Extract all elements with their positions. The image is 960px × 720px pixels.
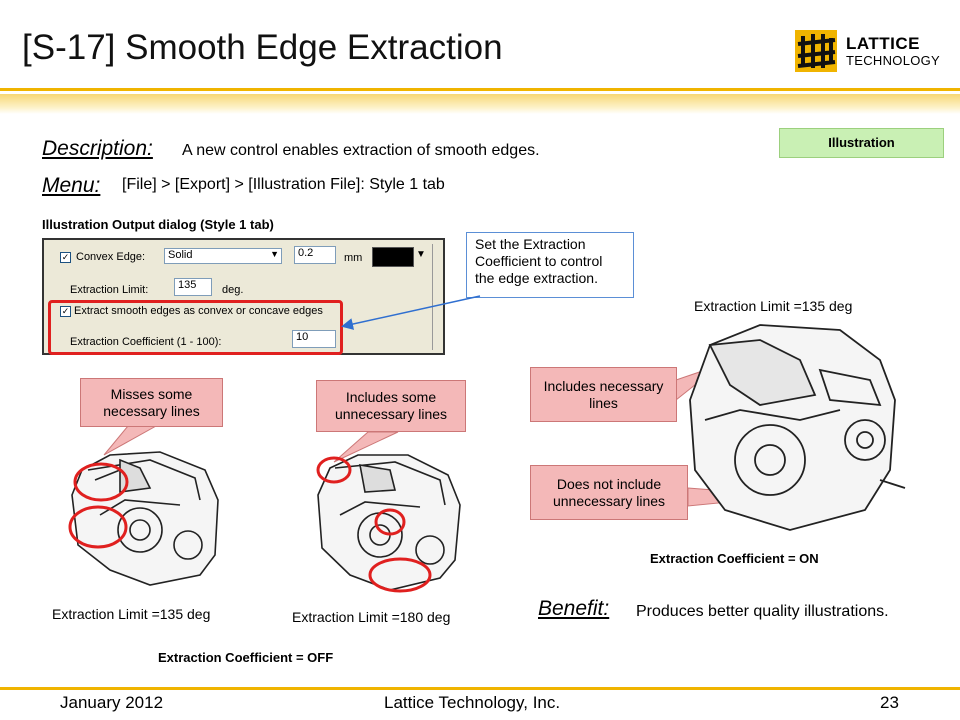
unit-mm: mm — [344, 252, 363, 264]
callout-includes-unnecessary: Includes some unnecessary lines — [316, 380, 466, 432]
header-rule — [0, 88, 960, 91]
logo-line1: LATTICE — [846, 34, 921, 53]
category-badge: Illustration — [779, 128, 944, 158]
smooth-edges-checkbox[interactable]: ✓ — [60, 306, 71, 317]
convex-width-input[interactable]: 0.2 — [294, 246, 336, 264]
smooth-edges-label: Extract smooth edges as convex or concav… — [74, 305, 323, 317]
highlight-ellipse — [374, 508, 406, 536]
coefficient-label: Extraction Coefficient (1 - 100): — [70, 336, 222, 348]
description-text: A new control enables extraction of smoo… — [182, 142, 540, 159]
color-dropdown-icon[interactable]: ▼ — [416, 249, 426, 260]
highlight-ellipse — [73, 462, 129, 502]
description-label: Description: — [42, 137, 153, 160]
engine-illustration-right — [689, 324, 906, 531]
unit-deg: deg. — [222, 284, 244, 296]
caption-limit-180: Extraction Limit =180 deg — [292, 609, 451, 625]
chevron-down-icon: ▼ — [270, 249, 279, 259]
footer-page-number: 23 — [880, 693, 899, 712]
extraction-limit-label: Extraction Limit: — [70, 284, 149, 296]
dialog-divider — [432, 244, 433, 350]
highlight-ellipse — [68, 505, 128, 549]
callout-not-unnecessary: Does not include unnecessary lines — [530, 465, 688, 520]
footer-rule — [0, 687, 960, 690]
engine-illustration-left — [71, 451, 219, 586]
extraction-limit-input[interactable]: 135 — [174, 278, 212, 296]
callout-misses-lines: Misses some necessary lines — [80, 378, 223, 427]
color-swatch[interactable] — [372, 247, 414, 267]
footer-date: January 2012 — [60, 693, 164, 712]
note-arrow — [341, 295, 481, 330]
header-gradient-band — [0, 94, 960, 114]
highlight-ellipse — [368, 557, 432, 593]
callout-tail-mid — [333, 431, 399, 463]
caption-coef-on: Extraction Coefficient = ON — [650, 551, 819, 566]
highlight-ellipse — [316, 456, 352, 484]
logo-line2: TECHNOLOGY — [846, 53, 941, 68]
callout-tail-left — [103, 425, 158, 456]
coefficient-note: Set the Extraction Coefficient to contro… — [466, 232, 634, 298]
caption-limit-135-left: Extraction Limit =135 deg — [52, 606, 211, 622]
convex-edge-label: Convex Edge: — [76, 251, 146, 263]
menu-label: Menu: — [42, 174, 101, 197]
lattice-logo-icon — [795, 30, 837, 72]
engine-illustration-mid — [317, 454, 461, 591]
convex-edge-select[interactable]: Solid ▼ — [164, 248, 282, 264]
slide-title: [S-17] Smooth Edge Extraction — [22, 28, 503, 67]
coefficient-input[interactable]: 10 — [292, 330, 336, 348]
caption-coef-off: Extraction Coefficient = OFF — [158, 650, 334, 665]
callout-includes-necessary: Includes necessary lines — [530, 367, 677, 422]
footer-company: Lattice Technology, Inc. — [384, 693, 561, 712]
convex-edge-checkbox[interactable]: ✓ — [60, 252, 71, 263]
benefit-text: Produces better quality illustrations. — [636, 603, 889, 620]
illustration-output-dialog: ✓ Convex Edge: Solid ▼ 0.2 mm ▼ Extracti… — [42, 238, 445, 355]
benefit-label: Benefit: — [538, 597, 610, 620]
dialog-caption: Illustration Output dialog (Style 1 tab) — [42, 217, 274, 232]
convex-edge-value: Solid — [168, 249, 193, 261]
menu-text: [File] > [Export] > [Illustration File]:… — [122, 176, 445, 193]
caption-limit-135-right: Extraction Limit =135 deg — [694, 298, 853, 314]
